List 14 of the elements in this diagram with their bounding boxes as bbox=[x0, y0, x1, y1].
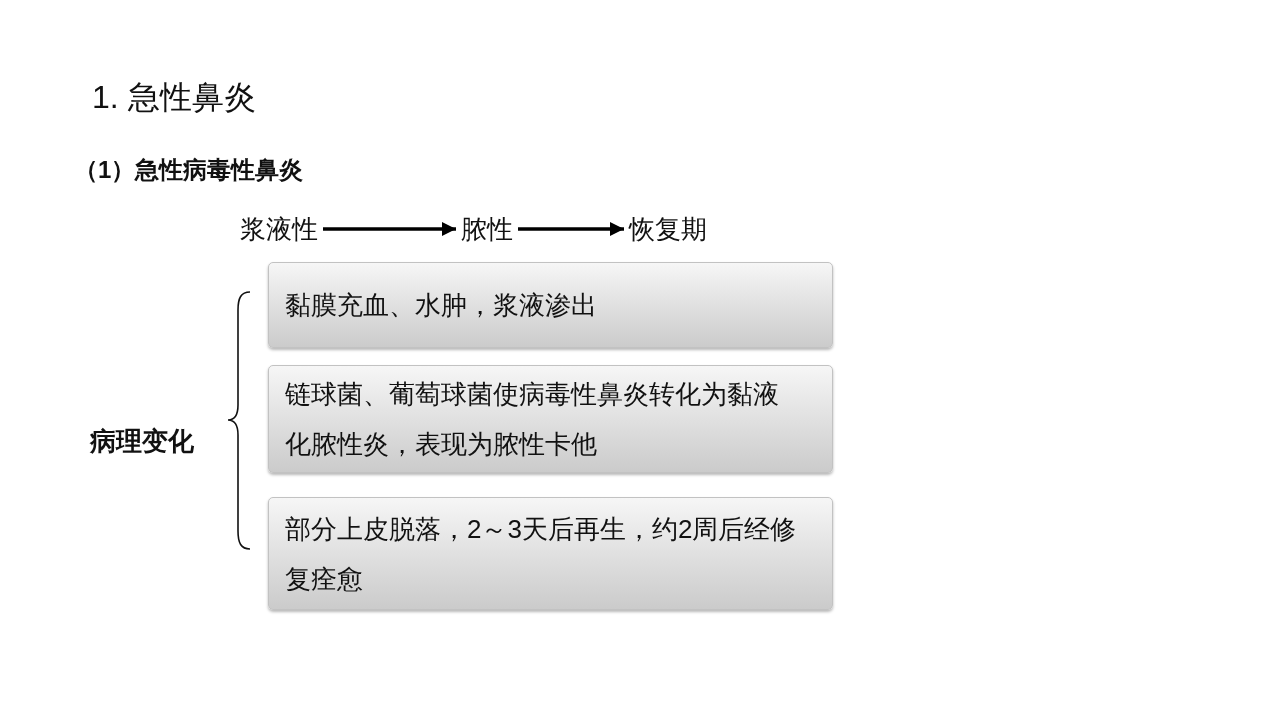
box-text: 部分上皮脱落，2～3天后再生，约2周后经修复痊愈 bbox=[285, 512, 798, 596]
section-heading: （1）急性病毒性鼻炎 bbox=[74, 155, 304, 185]
box-text: 黏膜充血、水肿，浆液渗出 bbox=[285, 289, 597, 322]
box-text: 链球菌、葡萄球菌使病毒性鼻炎转化为黏液化脓性炎，表现为脓性卡他 bbox=[285, 378, 780, 461]
stage-label: 恢复期 bbox=[624, 213, 712, 245]
stage-label: 浆液性 bbox=[235, 213, 323, 245]
slide-title: 1. 急性鼻炎 bbox=[92, 78, 256, 116]
stage-label: 脓性 bbox=[456, 213, 518, 245]
arrow bbox=[518, 222, 624, 236]
side-label: 病理变化 bbox=[90, 426, 194, 456]
arrow bbox=[323, 222, 456, 236]
text-box bbox=[268, 365, 833, 473]
text-box bbox=[268, 262, 833, 348]
text-box bbox=[268, 497, 833, 610]
